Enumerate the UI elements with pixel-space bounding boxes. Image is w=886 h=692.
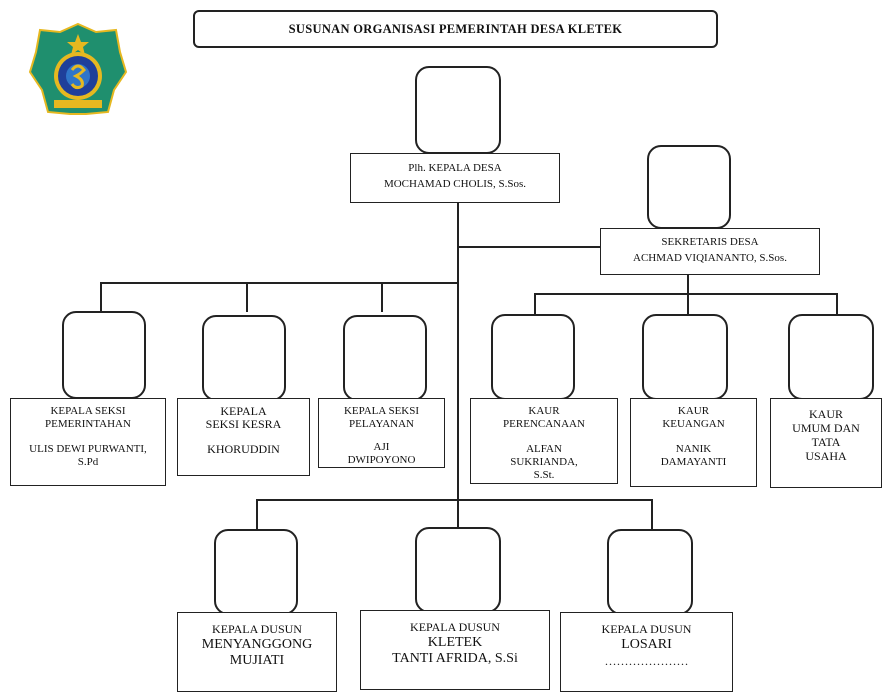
kasi-kesra-role: KEPALA SEKSI KESRA — [205, 404, 282, 431]
connector-line — [256, 499, 258, 529]
connector-line — [457, 202, 459, 679]
kepala-desa-title: Plh. KEPALA DESA — [408, 162, 502, 174]
connector-line — [457, 246, 600, 248]
kadus-menyanggong-area: MENYANGGONG — [201, 637, 313, 652]
connector-line — [687, 274, 689, 294]
kasi-kesra-name: KHORUDDIN — [207, 442, 280, 456]
kaur-keuangan-name: NANIK DAMAYANTI — [660, 443, 727, 468]
photo-frame-kasi-kesra — [202, 315, 286, 401]
kaur-perencanaan-name: ALFAN SUKRIANDA, S.St. — [510, 443, 578, 481]
photo-frame-kasi-pelayanan — [343, 315, 427, 401]
connector-line — [836, 293, 838, 315]
connector-line — [534, 293, 536, 315]
kasi-pemerintahan-name: ULIS DEWI PURWANTI, S.Pd — [29, 443, 147, 468]
kasi-pemerintahan-role: KEPALA SEKSI PEMERINTAHAN — [45, 405, 131, 430]
sekretaris-title: SEKRETARIS DESA — [661, 236, 759, 248]
kaur-keuangan-role: KAUR KEUANGAN — [662, 405, 725, 430]
photo-frame-kadus-kletek — [415, 527, 501, 613]
connector-line — [687, 293, 689, 315]
kadus-kletek-box: KEPALA DUSUN KLETEK TANTI AFRIDA, S.Si — [360, 610, 550, 690]
connector-line — [534, 293, 838, 295]
sekretaris-name: ACHMAD VIQIANANTO, S.Sos. — [633, 252, 787, 264]
photo-frame-kasi-pemerintahan — [62, 311, 146, 399]
connector-line — [651, 499, 653, 529]
page-title: SUSUNAN ORGANISASI PEMERINTAH DESA KLETE… — [193, 10, 718, 48]
kadus-kletek-area: KLETEK — [427, 635, 483, 650]
connector-line — [246, 282, 248, 312]
kaur-perencanaan-role: KAUR PERENCANAAN — [503, 405, 585, 430]
kasi-pelayanan-box: KEPALA SEKSI PELAYANAN AJI DWIPOYONO — [318, 398, 445, 468]
kadus-losari-box: KEPALA DUSUN LOSARI ………………… — [560, 612, 733, 692]
kasi-kesra-box: KEPALA SEKSI KESRA KHORUDDIN — [177, 398, 310, 476]
kadus-menyanggong-role: KEPALA DUSUN — [212, 622, 302, 636]
kepala-desa-box: Plh. KEPALA DESA MOCHAMAD CHOLIS, S.Sos. — [350, 153, 560, 203]
photo-frame-kaur-umum — [788, 314, 874, 400]
kaur-umum-role: KAUR UMUM DAN TATA USAHA — [792, 407, 860, 463]
kepala-desa-name: MOCHAMAD CHOLIS, S.Sos. — [383, 178, 527, 190]
connector-line — [256, 499, 653, 501]
kasi-pelayanan-role: KEPALA SEKSI PELAYANAN — [343, 405, 420, 430]
kadus-losari-area: LOSARI — [621, 637, 672, 652]
kaur-perencanaan-box: KAUR PERENCANAAN ALFAN SUKRIANDA, S.St. — [470, 398, 618, 484]
photo-frame-sekretaris — [647, 145, 731, 229]
photo-frame-kaur-keuangan — [642, 314, 728, 400]
sekretaris-box: SEKRETARIS DESA ACHMAD VIQIANANTO, S.Sos… — [600, 228, 820, 275]
kasi-pemerintahan-box: KEPALA SEKSI PEMERINTAHAN ULIS DEWI PURW… — [10, 398, 166, 486]
photo-frame-kadus-losari — [607, 529, 693, 615]
kadus-menyanggong-box: KEPALA DUSUN MENYANGGONG MUJIATI — [177, 612, 337, 692]
connector-line — [381, 282, 383, 312]
kasi-pelayanan-name: AJI DWIPOYONO — [347, 441, 416, 466]
photo-frame-kaur-perencanaan — [491, 314, 575, 400]
kadus-menyanggong-name: MUJIATI — [229, 653, 285, 668]
connector-line — [100, 282, 102, 312]
kaur-keuangan-box: KAUR KEUANGAN NANIK DAMAYANTI — [630, 398, 757, 487]
kadus-losari-role: KEPALA DUSUN — [601, 622, 692, 636]
kadus-kletek-role: KEPALA DUSUN — [410, 620, 500, 634]
connector-line — [100, 282, 458, 284]
village-emblem-logo — [28, 22, 128, 115]
kaur-umum-box: KAUR UMUM DAN TATA USAHA — [770, 398, 882, 488]
kadus-kletek-name: TANTI AFRIDA, S.Si — [392, 651, 518, 666]
photo-frame-kepala-desa — [415, 66, 501, 154]
photo-frame-kadus-menyanggong — [214, 529, 298, 615]
kadus-losari-name: ………………… — [604, 654, 689, 668]
